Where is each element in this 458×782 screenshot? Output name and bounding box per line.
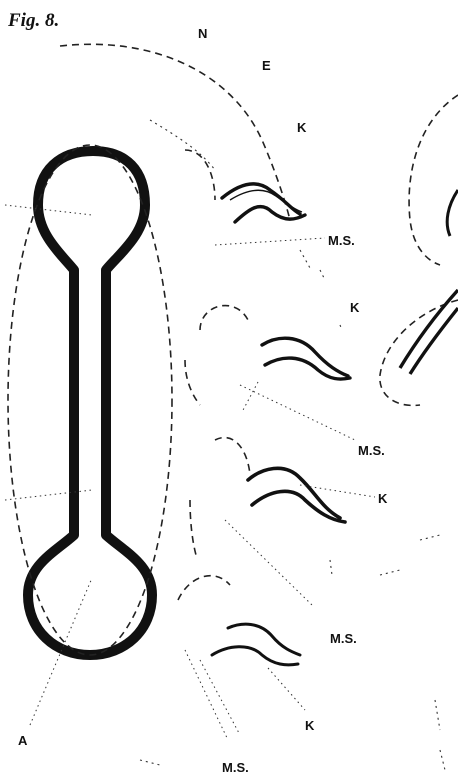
worm-4 xyxy=(212,624,300,665)
outer-arc xyxy=(60,44,290,220)
figure-title: Fig. 8. xyxy=(7,10,59,31)
right-arc-thick xyxy=(447,190,458,236)
dumbbell-structure xyxy=(28,151,152,655)
leader-k-4 xyxy=(268,668,305,710)
label-N: N xyxy=(198,26,207,41)
right-blade-1 xyxy=(400,290,458,368)
label-MS-1: M.S. xyxy=(328,233,355,248)
label-K-2: K xyxy=(350,300,360,315)
segment-arc-6 xyxy=(190,500,196,555)
leader-ms-1 xyxy=(215,238,325,245)
worm-1 xyxy=(222,184,305,222)
right-arc-lower xyxy=(380,300,458,405)
leader-worm2-tail xyxy=(242,382,258,412)
label-K-top: K xyxy=(297,120,307,135)
segment-arc-1 xyxy=(185,150,215,200)
label-E: E xyxy=(262,58,271,73)
leader-ms-3 xyxy=(225,520,312,605)
leader-ms-4a xyxy=(185,650,228,740)
label-A: A xyxy=(18,733,28,748)
leader-ms-2 xyxy=(240,385,355,440)
label-MS-3: M.S. xyxy=(330,631,357,646)
leader-ms-4b xyxy=(200,660,240,735)
segment-arc-4 xyxy=(178,576,230,600)
right-arc-outer xyxy=(409,95,458,265)
worm-3 xyxy=(248,468,345,522)
label-K-4: K xyxy=(305,718,315,733)
segment-arc-5 xyxy=(185,360,200,405)
stipple-marks xyxy=(140,250,445,770)
segment-arc-2 xyxy=(200,306,248,330)
label-MS-2: M.S. xyxy=(358,443,385,458)
label-K-3: K xyxy=(378,491,388,506)
worm-2 xyxy=(262,338,350,379)
leader-upper xyxy=(5,205,92,215)
label-MS-4: M.S. xyxy=(222,760,249,775)
segment-arc-3 xyxy=(215,438,250,475)
